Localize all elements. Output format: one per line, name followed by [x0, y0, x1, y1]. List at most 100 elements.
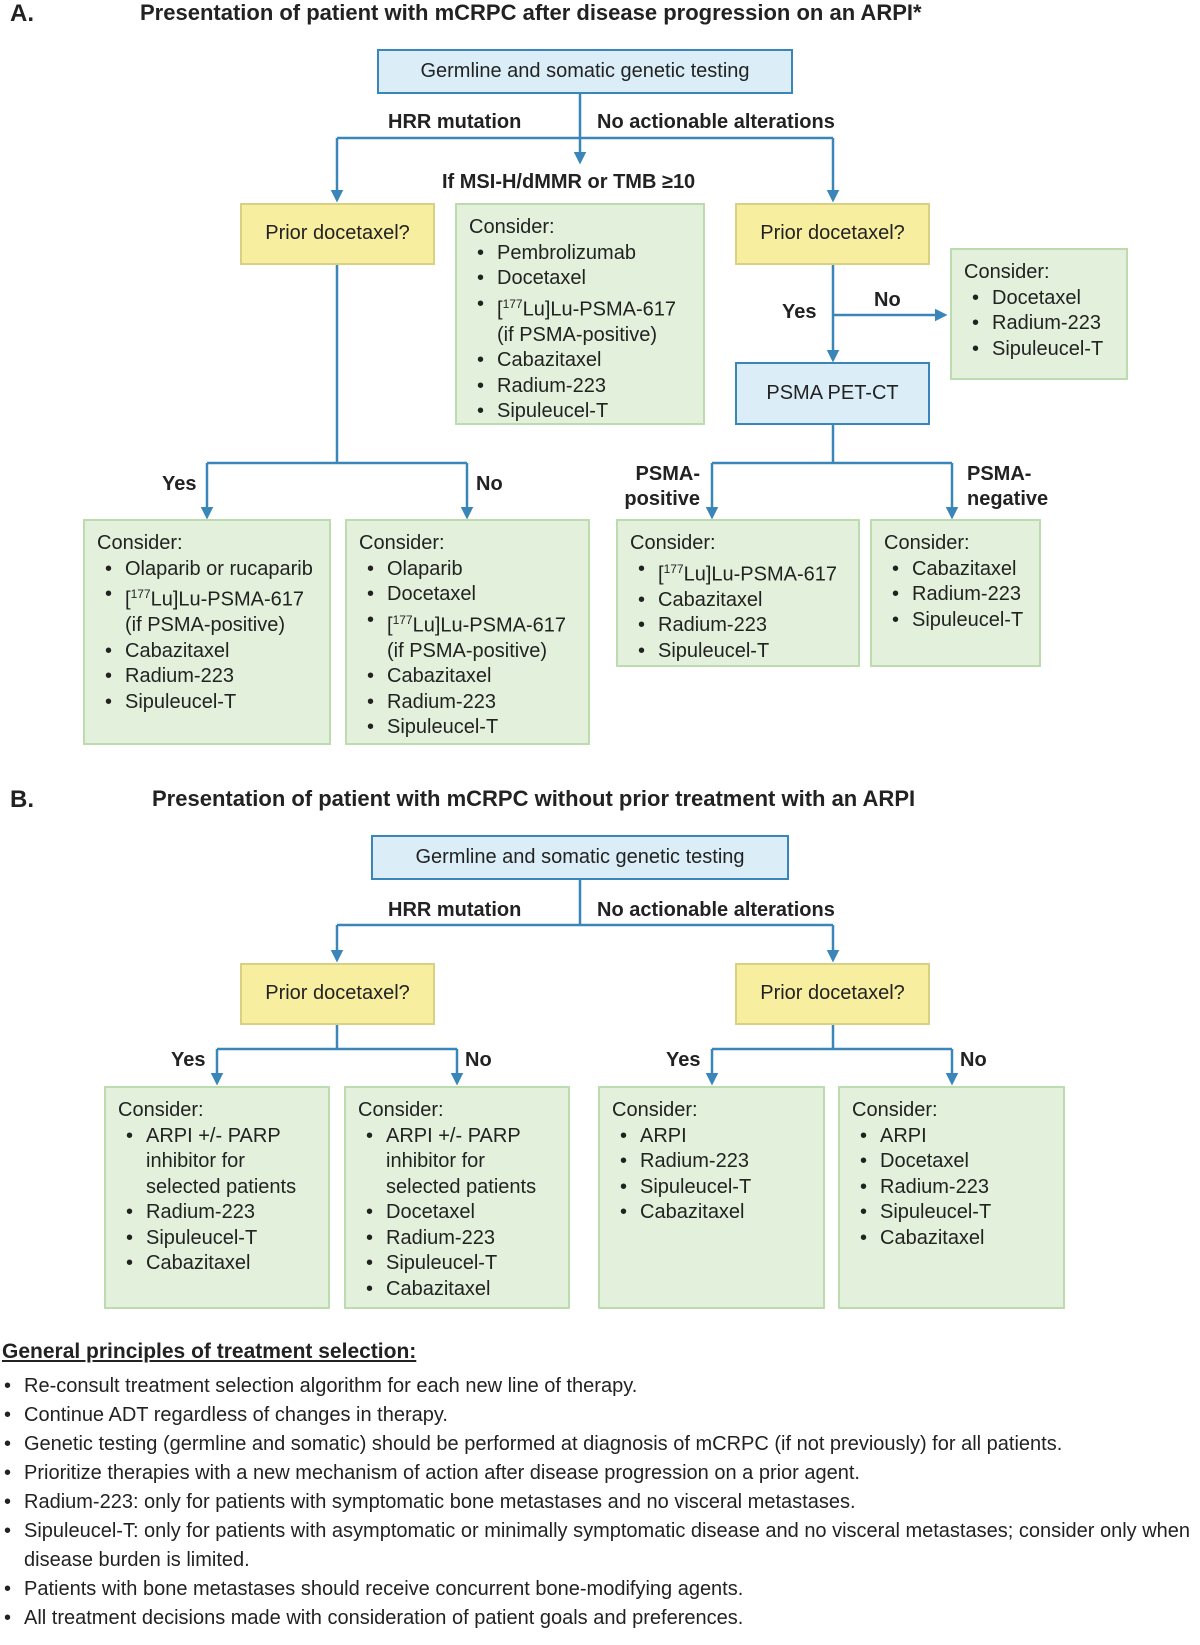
option-lu-psma: [177Lu]Lu-PSMA-617 (if PSMA-positive): [97, 582, 321, 639]
option-sipuleucel: Sipuleucel-T: [612, 1175, 815, 1201]
option-sipuleucel: Sipuleucel-T: [97, 690, 321, 716]
panel-b-no-2-label: No: [960, 1049, 987, 1071]
panel-a-hrr-yes-box: Consider: Olaparib or rucaparib [177Lu]L…: [83, 519, 331, 745]
option-lu-psma: [177Lu]Lu-PSMA-617: [630, 557, 850, 588]
option-sipuleucel: Sipuleucel-T: [359, 715, 580, 741]
consider-label: Consider:: [469, 216, 555, 238]
option-radium: Radium-223: [469, 374, 695, 400]
panel-a-prior-docetaxel-right: Prior docetaxel?: [735, 203, 930, 265]
consider-label: Consider:: [118, 1099, 204, 1121]
panel-a-msi-box: Consider: Pembrolizumab Docetaxel [177Lu…: [455, 203, 705, 425]
option-cabazitaxel: Cabazitaxel: [359, 664, 580, 690]
principle-item: Sipuleucel-T: only for patients with asy…: [2, 1517, 1198, 1575]
panel-a-hrr-label: HRR mutation: [388, 111, 522, 133]
option-olaparib-rucaparib: Olaparib or rucaparib: [97, 557, 321, 583]
panel-a-psma-positive-label: PSMA-positive: [624, 463, 700, 510]
panel-b-testing-label: Germline and somatic genetic testing: [415, 845, 745, 868]
option-radium: Radium-223: [852, 1175, 1055, 1201]
panel-b-no-1-label: No: [465, 1049, 492, 1071]
option-cabazitaxel: Cabazitaxel: [469, 348, 695, 374]
option-arpi-parp: ARPI +/- PARP inhibitor for selected pat…: [358, 1124, 560, 1201]
option-radium: Radium-223: [358, 1226, 560, 1252]
panel-a-no-prior-box: Consider: Docetaxel Radium-223 Sipuleuce…: [950, 248, 1128, 380]
panel-b-box-2: Consider: ARPI +/- PARP inhibitor for se…: [344, 1086, 570, 1309]
option-sipuleucel: Sipuleucel-T: [469, 399, 695, 425]
option-docetaxel: Docetaxel: [852, 1149, 1055, 1175]
panel-b-yes-1-label: Yes: [171, 1049, 206, 1071]
principle-item: Prioritize therapies with a new mechanis…: [2, 1459, 1198, 1488]
option-docetaxel: Docetaxel: [358, 1200, 560, 1226]
panel-a-testing-box: Germline and somatic genetic testing: [377, 49, 793, 94]
option-cabazitaxel: Cabazitaxel: [884, 557, 1031, 583]
option-arpi: ARPI: [852, 1124, 1055, 1150]
consider-label: Consider:: [97, 532, 183, 554]
panel-b-title: Presentation of patient with mCRPC witho…: [152, 786, 916, 811]
panel-a-psma-negative-box: Consider: Cabazitaxel Radium-223 Sipuleu…: [870, 519, 1041, 667]
panel-b-box-1: Consider: ARPI +/- PARP inhibitor for se…: [104, 1086, 330, 1309]
option-docetaxel: Docetaxel: [359, 582, 580, 608]
consider-label: Consider:: [884, 532, 970, 554]
panel-a-prior-docetaxel-left: Prior docetaxel?: [240, 203, 435, 265]
panel-a-yes-right-label: Yes: [782, 301, 817, 323]
panel-a-prior-right-label: Prior docetaxel?: [760, 222, 905, 245]
panel-a-msi-label: If MSI-H/dMMR or TMB ≥10: [442, 171, 696, 193]
option-cabazitaxel: Cabazitaxel: [630, 588, 850, 614]
panel-a-letter: A.: [10, 0, 34, 27]
option-radium: Radium-223: [118, 1200, 320, 1226]
option-radium: Radium-223: [964, 311, 1118, 337]
panel-b-prior-docetaxel-right: Prior docetaxel?: [735, 963, 930, 1025]
option-radium: Radium-223: [884, 582, 1031, 608]
panel-a-psma-petct-box: PSMA PET-CT: [735, 362, 930, 425]
general-principles: General principles of treatment selectio…: [2, 1340, 1198, 1633]
panel-b-no-actionable-label: No actionable alterations: [597, 899, 835, 921]
panel-a-psma-positive-box: Consider: [177Lu]Lu-PSMA-617 Cabazitaxel…: [616, 519, 860, 667]
principle-item: Continue ADT regardless of changes in th…: [2, 1401, 1198, 1430]
option-pembrolizumab: Pembrolizumab: [469, 241, 695, 267]
principle-item: Radium-223: only for patients with sympt…: [2, 1488, 1198, 1517]
option-arpi: ARPI: [612, 1124, 815, 1150]
principle-item: Genetic testing (germline and somatic) s…: [2, 1430, 1198, 1459]
option-sipuleucel: Sipuleucel-T: [964, 337, 1118, 363]
option-olaparib: Olaparib: [359, 557, 580, 583]
panel-b-testing-box: Germline and somatic genetic testing: [371, 835, 789, 880]
panel-a-no-actionable-label: No actionable alterations: [597, 111, 835, 133]
option-sipuleucel: Sipuleucel-T: [118, 1226, 320, 1252]
option-cabazitaxel: Cabazitaxel: [358, 1277, 560, 1303]
consider-label: Consider:: [358, 1099, 444, 1121]
principles-heading: General principles of treatment selectio…: [2, 1340, 417, 1363]
option-sipuleucel: Sipuleucel-T: [358, 1251, 560, 1277]
option-lu-psma: [177Lu]Lu-PSMA-617 (if PSMA-positive): [469, 292, 695, 349]
option-radium: Radium-223: [630, 613, 850, 639]
principle-item: Re-consult treatment selection algorithm…: [2, 1372, 1198, 1401]
panel-b-box-4: Consider: ARPI Docetaxel Radium-223 Sipu…: [838, 1086, 1065, 1309]
option-docetaxel: Docetaxel: [964, 286, 1118, 312]
consider-label: Consider:: [612, 1099, 698, 1121]
consider-label: Consider:: [630, 532, 716, 554]
consider-label: Consider:: [964, 261, 1050, 283]
panel-a-no-right-label: No: [874, 289, 901, 311]
option-lu-psma: [177Lu]Lu-PSMA-617 (if PSMA-positive): [359, 608, 580, 665]
panel-b-prior-left-label: Prior docetaxel?: [265, 982, 410, 1005]
option-cabazitaxel: Cabazitaxel: [97, 639, 321, 665]
option-sipuleucel: Sipuleucel-T: [852, 1200, 1055, 1226]
option-arpi-parp: ARPI +/- PARP inhibitor for selected pat…: [118, 1124, 320, 1201]
option-cabazitaxel: Cabazitaxel: [852, 1226, 1055, 1252]
option-cabazitaxel: Cabazitaxel: [118, 1251, 320, 1277]
panel-a-hrr-no-box: Consider: Olaparib Docetaxel [177Lu]Lu-P…: [345, 519, 590, 745]
panel-b-prior-right-label: Prior docetaxel?: [760, 982, 905, 1005]
consider-label: Consider:: [852, 1099, 938, 1121]
panel-b-yes-2-label: Yes: [666, 1049, 701, 1071]
option-radium: Radium-223: [359, 690, 580, 716]
option-radium: Radium-223: [97, 664, 321, 690]
option-radium: Radium-223: [612, 1149, 815, 1175]
consider-label: Consider:: [359, 532, 445, 554]
panel-a-prior-left-label: Prior docetaxel?: [265, 222, 410, 245]
panel-a-testing-label: Germline and somatic genetic testing: [420, 59, 750, 82]
panel-a-psma-petct-label: PSMA PET-CT: [766, 381, 899, 404]
panel-b-letter: B.: [10, 786, 34, 813]
principle-item: All treatment decisions made with consid…: [2, 1604, 1198, 1633]
option-docetaxel: Docetaxel: [469, 266, 695, 292]
panel-b-box-3: Consider: ARPI Radium-223 Sipuleucel-T C…: [598, 1086, 825, 1309]
principle-item: Patients with bone metastases should rec…: [2, 1575, 1198, 1604]
